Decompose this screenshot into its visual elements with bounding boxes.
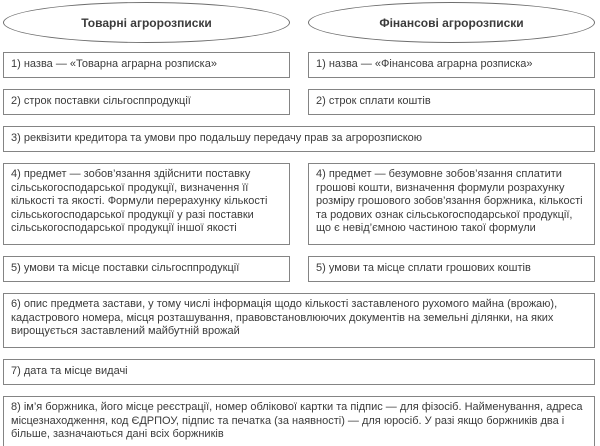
box-5-right-payment-place: 5) умови та місце сплати грошових коштів [308, 256, 595, 282]
box-8-debtor-info: 8) ім’я боржника, його місце реєстрації,… [3, 396, 595, 446]
header-label-commodity: Товарні агророзписки [81, 15, 212, 30]
row-2-term: 2) строк поставки сільгосппродукції 2) с… [3, 89, 595, 115]
row-5-conditions-place: 5) умови та місце поставки сільгосппроду… [3, 256, 595, 282]
box-3-creditor-details: 3) реквізити кредитора та умови про пода… [3, 126, 595, 152]
box-7-date-place: 7) дата та місце видачі [3, 359, 595, 385]
box-2-right-payment-term: 2) строк сплати коштів [308, 89, 595, 115]
row-7-date-place: 7) дата та місце видачі [3, 359, 595, 385]
row-6-collateral-description: 6) опис предмета застави, у тому числі і… [3, 293, 595, 348]
box-4-left-subject: 4) предмет — зобов’язання здійснити пост… [3, 163, 290, 245]
header-label-financial: Фінансові агророзписки [379, 15, 524, 30]
box-2-left-delivery-term: 2) строк поставки сільгосппродукції [3, 89, 290, 115]
header-ellipse-commodity: Товарні агророзписки [3, 2, 290, 43]
row-1-name: 1) назва — «Товарна аграрна розписка» 1)… [3, 52, 595, 78]
box-5-left-delivery-place: 5) умови та місце поставки сільгосппроду… [3, 256, 290, 282]
box-1-right-name: 1) назва — «Фінансова аграрна розписка» [308, 52, 595, 78]
row-8-debtor-info: 8) ім’я боржника, його місце реєстрації,… [3, 396, 595, 446]
box-1-left-name: 1) назва — «Товарна аграрна розписка» [3, 52, 290, 78]
box-4-right-subject: 4) предмет — безумовне зобов’язання спла… [308, 163, 595, 245]
header-row: Товарні агророзписки Фінансові агророзпи… [3, 2, 595, 43]
row-4-subject: 4) предмет — зобов’язання здійснити пост… [3, 163, 595, 245]
box-6-collateral-description: 6) опис предмета застави, у тому числі і… [3, 293, 595, 348]
header-ellipse-financial: Фінансові агророзписки [308, 2, 595, 43]
row-3-creditor-details: 3) реквізити кредитора та умови про пода… [3, 126, 595, 152]
